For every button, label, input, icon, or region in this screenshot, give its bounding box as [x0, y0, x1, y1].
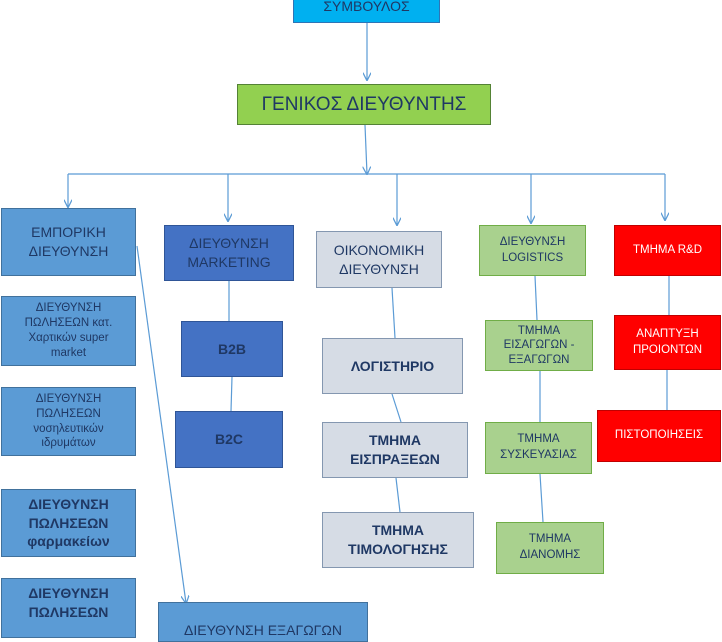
- sales-hospitals-node: ΔΙΕΥΘΥΝΣΗ ΠΩΛΗΣΕΩΝ νοσηλευτικών ιδρυμάτω…: [1, 387, 136, 456]
- marketing-director-node: ΔΙΕΥΘΥΝΣΗ MARKETING: [164, 225, 294, 281]
- certifications-label: ΠΙΣΤΟΠΟΙΗΣΕΙΣ: [614, 429, 704, 442]
- sales-hospitals-label: ΔΙΕΥΘΥΝΣΗ ΠΩΛΗΣΕΩΝ νοσηλευτικών ιδρυμάτω…: [33, 392, 104, 450]
- b2c-node: B2C: [175, 411, 283, 468]
- logistics-director-node: ΔΙΕΥΘΥΝΣΗ LOGISTICS: [479, 225, 586, 276]
- sales-extra-node: ΔΙΕΥΘΥΝΣΗ ΠΩΛΗΣΕΩΝ: [1, 578, 136, 638]
- accounting-label: ΛΟΓΙΣΤΗΡΙΟ: [350, 357, 435, 374]
- accounting-node: ΛΟΓΙΣΤΗΡΙΟ: [322, 338, 463, 394]
- import-export-label: ΤΜΗΜΑ ΕΙΣΑΓΩΓΩΝ - ΕΞΑΓΩΓΩΝ: [503, 324, 575, 366]
- sales-pharmacies-label: ΔΙΕΥΘΥΝΣΗ ΠΩΛΗΣΕΩΝ φαρμακείων: [27, 495, 110, 550]
- logistics-director-label: ΔΙΕΥΘΥΝΣΗ LOGISTICS: [499, 235, 566, 264]
- commercial-director-node: ΕΜΠΟΡΙΚΗ ΔΙΕΥΘΥΝΣΗ: [1, 208, 136, 276]
- rnd-label: ΤΜΗΜΑ R&D: [633, 243, 702, 256]
- finance-director-label: ΟΙΚΟΝΟΜΙΚΗ ΔΙΕΥΘΥΝΣΗ: [333, 241, 425, 277]
- connector-commercial-exports: [136, 245, 186, 603]
- distribution-node: ΤΜΗΜΑ ΔΙΑΝΟΜΗΣ: [496, 522, 604, 574]
- exports-director-label: ΔΙΕΥΘΥΝΣΗ ΕΞΑΓΩΓΩΝ: [184, 622, 342, 638]
- invoicing-node: ΤΜΗΜΑ ΤΙΜΟΛΟΓΗΣΗΣ: [322, 512, 474, 568]
- certifications-node: ΠΙΣΤΟΠΟΙΗΣΕΙΣ: [597, 410, 721, 462]
- commercial-director-label: ΕΜΠΟΡΙΚΗ ΔΙΕΥΘΥΝΣΗ: [28, 224, 109, 259]
- packaging-node: ΤΜΗΜΑ ΣΥΣΚΕΥΑΣΙΑΣ: [485, 422, 592, 474]
- exports-director-node: ΔΙΕΥΘΥΝΣΗ ΕΞΑΓΩΓΩΝ: [158, 602, 368, 642]
- connector-collections-invoicing: [395, 477, 401, 513]
- general-manager-node: ΓΕΝΙΚΟΣ ΔΙΕΥΘΥΝΤΗΣ: [237, 84, 491, 125]
- rnd-node: ΤΜΗΜΑ R&D: [614, 225, 721, 276]
- connector-gm-bus: [365, 124, 367, 174]
- sales-pharmacies-node: ΔΙΕΥΘΥΝΣΗ ΠΩΛΗΣΕΩΝ φαρμακείων: [1, 489, 136, 557]
- product-development-label: ΑΝΑΠΤΥΞΗ ΠΡΟΙΟΝΤΩΝ: [632, 327, 703, 356]
- general-manager-label: ΓΕΝΙΚΟΣ ΔΙΕΥΘΥΝΤΗΣ: [261, 93, 467, 115]
- advisor-label: ΣΥΜΒΟΥΛΟΣ: [323, 0, 410, 15]
- product-development-node: ΑΝΑΠΤΥΞΗ ΠΡΟΙΟΝΤΩΝ: [614, 315, 721, 370]
- b2b-node: B2B: [181, 321, 283, 377]
- collections-node: ΤΜΗΜΑ ΕΙΣΠΡΑΞΕΩΝ: [322, 422, 468, 478]
- sales-supermarket-label: ΔΙΕΥΘΥΝΣΗ ΠΩΛΗΣΕΩΝ κατ. Χαρτικών super m…: [24, 302, 113, 359]
- connector-accounting-collections: [391, 393, 402, 423]
- invoicing-label: ΤΜΗΜΑ ΤΙΜΟΛΟΓΗΣΗΣ: [348, 522, 448, 557]
- distribution-label: ΤΜΗΜΑ ΔΙΑΝΟΜΗΣ: [519, 533, 581, 561]
- packaging-label: ΤΜΗΜΑ ΣΥΣΚΕΥΑΣΙΑΣ: [500, 433, 577, 461]
- advisor-node: ΣΥΜΒΟΥΛΟΣ: [293, 0, 440, 23]
- marketing-director-label: ΔΙΕΥΘΥΝΣΗ MARKETING: [187, 235, 271, 270]
- collections-label: ΤΜΗΜΑ ΕΙΣΠΡΑΞΕΩΝ: [350, 432, 440, 467]
- connector-logistics-importexport: [534, 275, 538, 321]
- b2c-label: B2C: [214, 431, 243, 448]
- sales-extra-label: ΔΙΕΥΘΥΝΣΗ ΠΩΛΗΣΕΩΝ: [28, 585, 109, 620]
- connector-finance-accounting: [391, 287, 396, 339]
- connector-packaging-distribution: [539, 473, 544, 523]
- finance-director-node: ΟΙΚΟΝΟΜΙΚΗ ΔΙΕΥΘΥΝΣΗ: [316, 231, 442, 288]
- b2b-label: B2B: [217, 340, 246, 357]
- sales-supermarket-node: ΔΙΕΥΘΥΝΣΗ ΠΩΛΗΣΕΩΝ κατ. Χαρτικών super m…: [1, 296, 136, 366]
- import-export-node: ΤΜΗΜΑ ΕΙΣΑΓΩΓΩΝ - ΕΞΑΓΩΓΩΝ: [485, 320, 593, 371]
- connector-b2b-b2c: [230, 376, 233, 412]
